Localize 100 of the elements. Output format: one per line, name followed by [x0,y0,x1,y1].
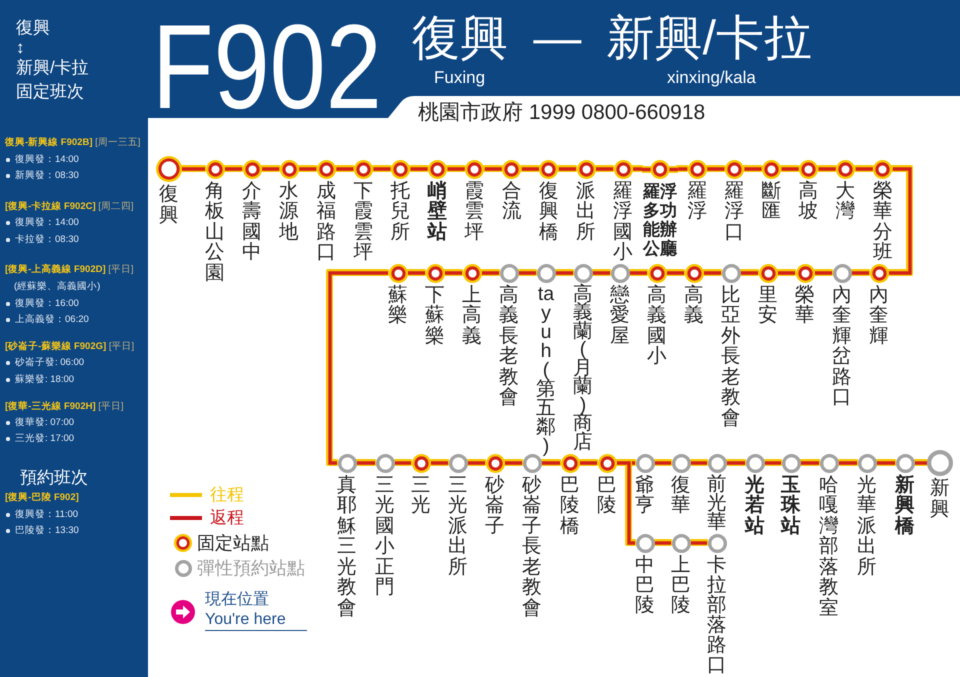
departure-time: 砂崙子發: 06:00 [15,357,84,369]
route-line [262,167,280,171]
stop-name: 玉珠站 [781,474,801,536]
stop-name: 羅浮國小 [613,180,634,262]
route-line [596,167,614,171]
route-line [445,271,462,275]
route-line [328,271,388,465]
stop-name: 內奎輝岔路口 [832,284,852,408]
stop-name: 光若站 [745,474,765,536]
stop-name: 復興橋 [538,180,559,242]
route-line [408,271,425,275]
stop-name: 砂崙子 [485,474,505,536]
timetable-heading: 復興 [16,16,50,38]
route-line [655,461,671,465]
legend-label: 現在位置 You're here [205,590,307,631]
route-line [558,167,576,171]
route-line [519,271,536,275]
route-line [336,167,354,171]
stop-name: 合流 [502,180,522,222]
route-line [801,461,819,465]
route-line [630,271,647,275]
route-line [580,461,597,465]
hotline-text: 桃園市政府 1999 0800-660918 [418,100,706,125]
route-line [395,461,411,465]
route-heading: [復興-上高義線 F902D] [平日] [5,264,134,276]
route-line [741,271,758,275]
stop-name: 真耶穌三光教會 [337,474,357,618]
route-line [448,167,465,171]
legend-label: 彈性預約站點 [197,557,305,579]
route-line [707,167,724,171]
departure-time: 復興發：11:00 [15,509,78,521]
stop-name: 光華派出所 [857,474,877,577]
stop-name: 蘇樂 [388,284,408,326]
stop-name: 霞雲坪 [464,180,485,242]
timetable-heading: ↕ [16,37,24,58]
stop-name: 托兒所 [390,180,410,242]
stop-name: 巴陵 [597,474,617,516]
stop-name: 高義蘭(月蘭)商店 [573,284,593,451]
route-line [915,461,927,465]
romanized-name: Fuxing [434,68,486,88]
stop-name: 新興橋 [895,474,915,536]
route-line [633,167,642,171]
stop-name: 角板山公園 [205,180,225,283]
sidebar-panel [0,0,148,677]
stop-name: 比亞外長老教會 [721,284,741,428]
departure-time: 蘇樂發: 18:00 [15,374,74,386]
route-line [182,167,205,171]
route-line [542,461,560,465]
departure-time: 復興發：14:00 [15,217,79,229]
stop-name: 內奎輝 [869,284,889,346]
stop-name: 介壽國中 [242,180,262,262]
legend-label: 返程 [210,507,244,529]
route-line [727,461,745,465]
route-line [556,271,573,275]
stop-name: 下霞雲坪 [353,180,374,262]
stop-name: 榮華 [795,284,815,326]
route-line [482,271,499,275]
stop-name: 榮華分班 [872,180,893,262]
route-line [593,271,610,275]
departure-time: 復華發: 07:00 [15,417,74,429]
route-number: F902 [152,19,382,115]
stop-name: 巴陵橋 [560,474,580,536]
legend-label: 往程 [210,484,244,506]
route-heading: [復興-卡拉線 F902C] [周二四] [5,201,134,213]
stop-name: 高義國小 [647,284,667,366]
stop-name: 里安 [758,284,778,326]
stop-name: 高義長老教會 [499,284,519,408]
route-line [856,167,873,171]
stop-name: 派出所 [576,180,596,242]
departure-time: 三光發: 17:00 [15,433,74,445]
stop-name: 下蘇樂 [425,284,445,346]
route-line [431,461,448,465]
route-line [818,167,836,171]
route-note: (經蘇樂、高義國小) [14,281,100,293]
stop-name: 中巴陵 [635,554,655,614]
route-line [778,271,795,275]
route-line [505,461,522,465]
route-line [877,461,895,465]
route-line [225,167,242,171]
stop-name: 大灣 [836,180,856,222]
route-line [522,167,539,171]
route-line [484,167,502,171]
route-heading: [復華-三光線 F902H] [平日] [5,401,124,413]
departure-time: 新興發：08:30 [15,170,79,182]
stop-name: 水源地 [279,180,300,242]
departure-time: 上高義發：06:20 [15,314,89,326]
stop-name: 成福路口 [316,180,336,262]
route-line [617,461,635,545]
route-line [299,167,316,171]
stop-name: 三光國小正門 [375,474,395,598]
route-line [373,167,390,171]
route-line [655,541,671,545]
route-line [852,271,869,275]
stop-name: 羅浮多功能辦公廳 [642,182,678,258]
route-line [667,271,684,275]
stop-name: 戀愛屋 [610,284,630,346]
stop-name: 上巴陵 [671,554,691,614]
route-line [839,461,857,465]
route-heading: 復興-新興線 F902B] [周一三五] [5,137,140,149]
route-name: 復興 — 新興/卡拉 [412,12,812,66]
